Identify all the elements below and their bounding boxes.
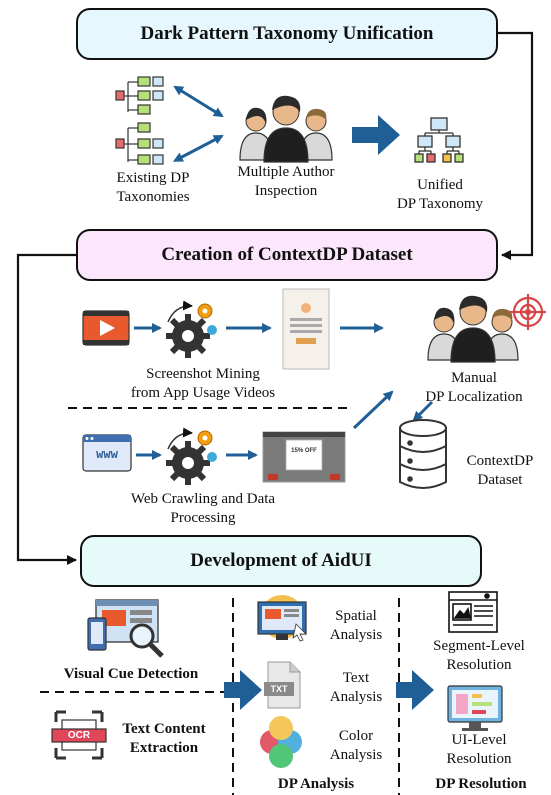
ocr-icon — [51, 710, 107, 760]
app-screenshot-thumbnail — [282, 288, 330, 370]
label-line: Multiple Author — [237, 164, 335, 180]
popup-text: 15% OFF — [291, 448, 317, 454]
screenshot-mining-label: Screenshot Mining from App Usage Videos — [98, 365, 308, 403]
author-group-icon — [239, 95, 333, 163]
author-inspection-label: Multiple Author Inspection — [224, 163, 348, 201]
label-line: Resolution — [446, 657, 512, 673]
label-line: Analysis — [329, 689, 383, 705]
devices-magnifier-icon — [87, 599, 164, 658]
label-line: Spatial — [335, 608, 377, 624]
connector-stage2-to-stage3 — [16, 253, 77, 565]
stage-title: Development of AidUI — [190, 550, 372, 571]
annotator-group-icon — [427, 295, 519, 363]
label-line: DP Taxonomy — [396, 196, 484, 212]
bidirectional-arrow-bottom — [172, 134, 224, 162]
dp-analysis-label: DP Analysis — [277, 776, 355, 792]
label-line: Inspection — [254, 183, 318, 199]
dp-resolution-label: DP Resolution — [435, 776, 527, 792]
label-line: Screenshot Mining — [146, 366, 260, 382]
connector-stage1-to-stage2 — [498, 31, 534, 260]
existing-taxonomies-label: Existing DP Taxonomies — [98, 169, 208, 207]
taxonomy-tree-icon-top — [115, 76, 164, 115]
database-icon — [399, 419, 447, 489]
contextdp-dataset-label: ContextDP Dataset — [452, 452, 548, 490]
spatial-analysis-icon — [257, 595, 307, 642]
label-line: Text — [342, 670, 370, 686]
stage-taxonomy-unification: Dark Pattern Taxonomy Unification — [76, 8, 498, 60]
video-icon — [82, 310, 130, 346]
color-analysis-label: Color Analysis — [316, 727, 396, 765]
flow-arrow-to-analysis — [224, 670, 262, 710]
arrow-crawl-to-manual — [352, 390, 394, 430]
label-line: Processing — [170, 510, 236, 526]
stage-dataset-creation: Creation of ContextDP Dataset — [76, 229, 498, 281]
label-line: Extraction — [129, 740, 199, 756]
spatial-analysis-label: Spatial Analysis — [316, 607, 396, 645]
processing-gears-icon-top — [166, 300, 217, 358]
stage-aidui-development: Development of AidUI — [80, 535, 482, 587]
ocr-text: OCR — [67, 730, 91, 741]
label-line: Unified — [417, 177, 463, 193]
text-extraction-label: Text Content Extraction — [104, 720, 224, 758]
web-crawling-label: Web Crawling and Data Processing — [98, 490, 308, 528]
unified-taxonomy-icon — [414, 117, 464, 163]
txt-file-icon — [264, 661, 301, 709]
label-line: Analysis — [329, 747, 383, 763]
processing-gears-icon-bottom — [166, 427, 217, 485]
label-line: Taxonomies — [116, 189, 190, 205]
label-line: Manual — [451, 370, 497, 386]
unified-taxonomy-label: Unified DP Taxonomy — [380, 176, 500, 214]
text-analysis-label: Text Analysis — [316, 669, 396, 707]
label-line: DP Localization — [425, 389, 523, 405]
label-line: Dataset — [477, 472, 523, 488]
label-line: Resolution — [446, 751, 512, 767]
web-screenshot-thumbnail — [262, 431, 346, 483]
label-line: Analysis — [329, 627, 383, 643]
label-line: Web Crawling and Data — [130, 491, 276, 507]
color-analysis-icon — [260, 716, 302, 768]
label-line: Color — [338, 728, 374, 744]
taxonomy-tree-icon-bottom — [115, 122, 164, 165]
bidirectional-arrow-top — [173, 85, 224, 118]
stage-title: Dark Pattern Taxonomy Unification — [140, 23, 434, 44]
ui-level-label: UI-Level Resolution — [414, 731, 544, 769]
manual-localization-label: Manual DP Localization — [404, 369, 544, 407]
label-line: ContextDP — [466, 453, 534, 469]
label-line: from App Usage Videos — [130, 385, 276, 401]
ui-monitor-icon — [447, 685, 503, 731]
web-browser-icon — [82, 434, 132, 472]
flow-arrow-to-unified — [352, 115, 400, 155]
txt-icon-text: TXT — [270, 684, 288, 694]
segment-level-label: Segment-Level Resolution — [414, 637, 544, 675]
segment-layout-icon — [448, 591, 498, 633]
label-line: Existing DP — [116, 170, 190, 186]
flow-arrow-to-resolution — [396, 670, 434, 710]
www-text: www — [96, 447, 118, 461]
label-line: UI-Level — [451, 732, 507, 748]
visual-cue-detection-label: Visual Cue Detection — [63, 666, 199, 682]
label-line: Segment-Level — [433, 638, 525, 654]
target-icon — [510, 294, 546, 330]
arrow-manual-to-dataset — [412, 400, 434, 422]
label-line: Text Content — [122, 721, 206, 737]
stage-title: Creation of ContextDP Dataset — [161, 244, 413, 265]
